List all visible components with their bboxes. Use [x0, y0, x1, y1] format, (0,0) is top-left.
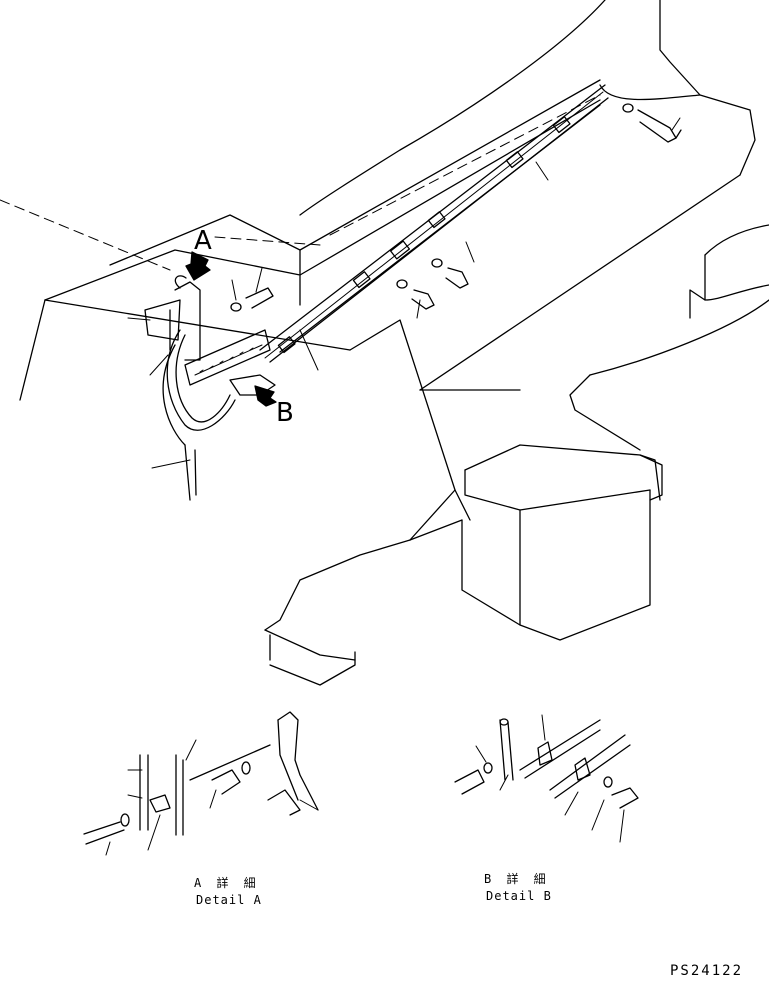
detail-b-drawing: [454, 714, 639, 843]
arrow-a-label: A: [194, 226, 212, 256]
detail-b-caption-en: Detail B: [486, 889, 552, 903]
detail-a-caption-en: Detail A: [196, 893, 262, 907]
detail-a-caption-jp: A 詳 細: [194, 876, 260, 890]
drawing-code: PS24122: [670, 963, 744, 979]
detail-a-drawing: [83, 711, 319, 856]
detail-b-caption-jp: B 詳 細: [484, 872, 550, 886]
wiring-rail: [259, 84, 682, 363]
arrow-b-label: B: [276, 398, 294, 428]
machine-body: [0, 0, 769, 686]
harness-assembly: [127, 117, 681, 501]
